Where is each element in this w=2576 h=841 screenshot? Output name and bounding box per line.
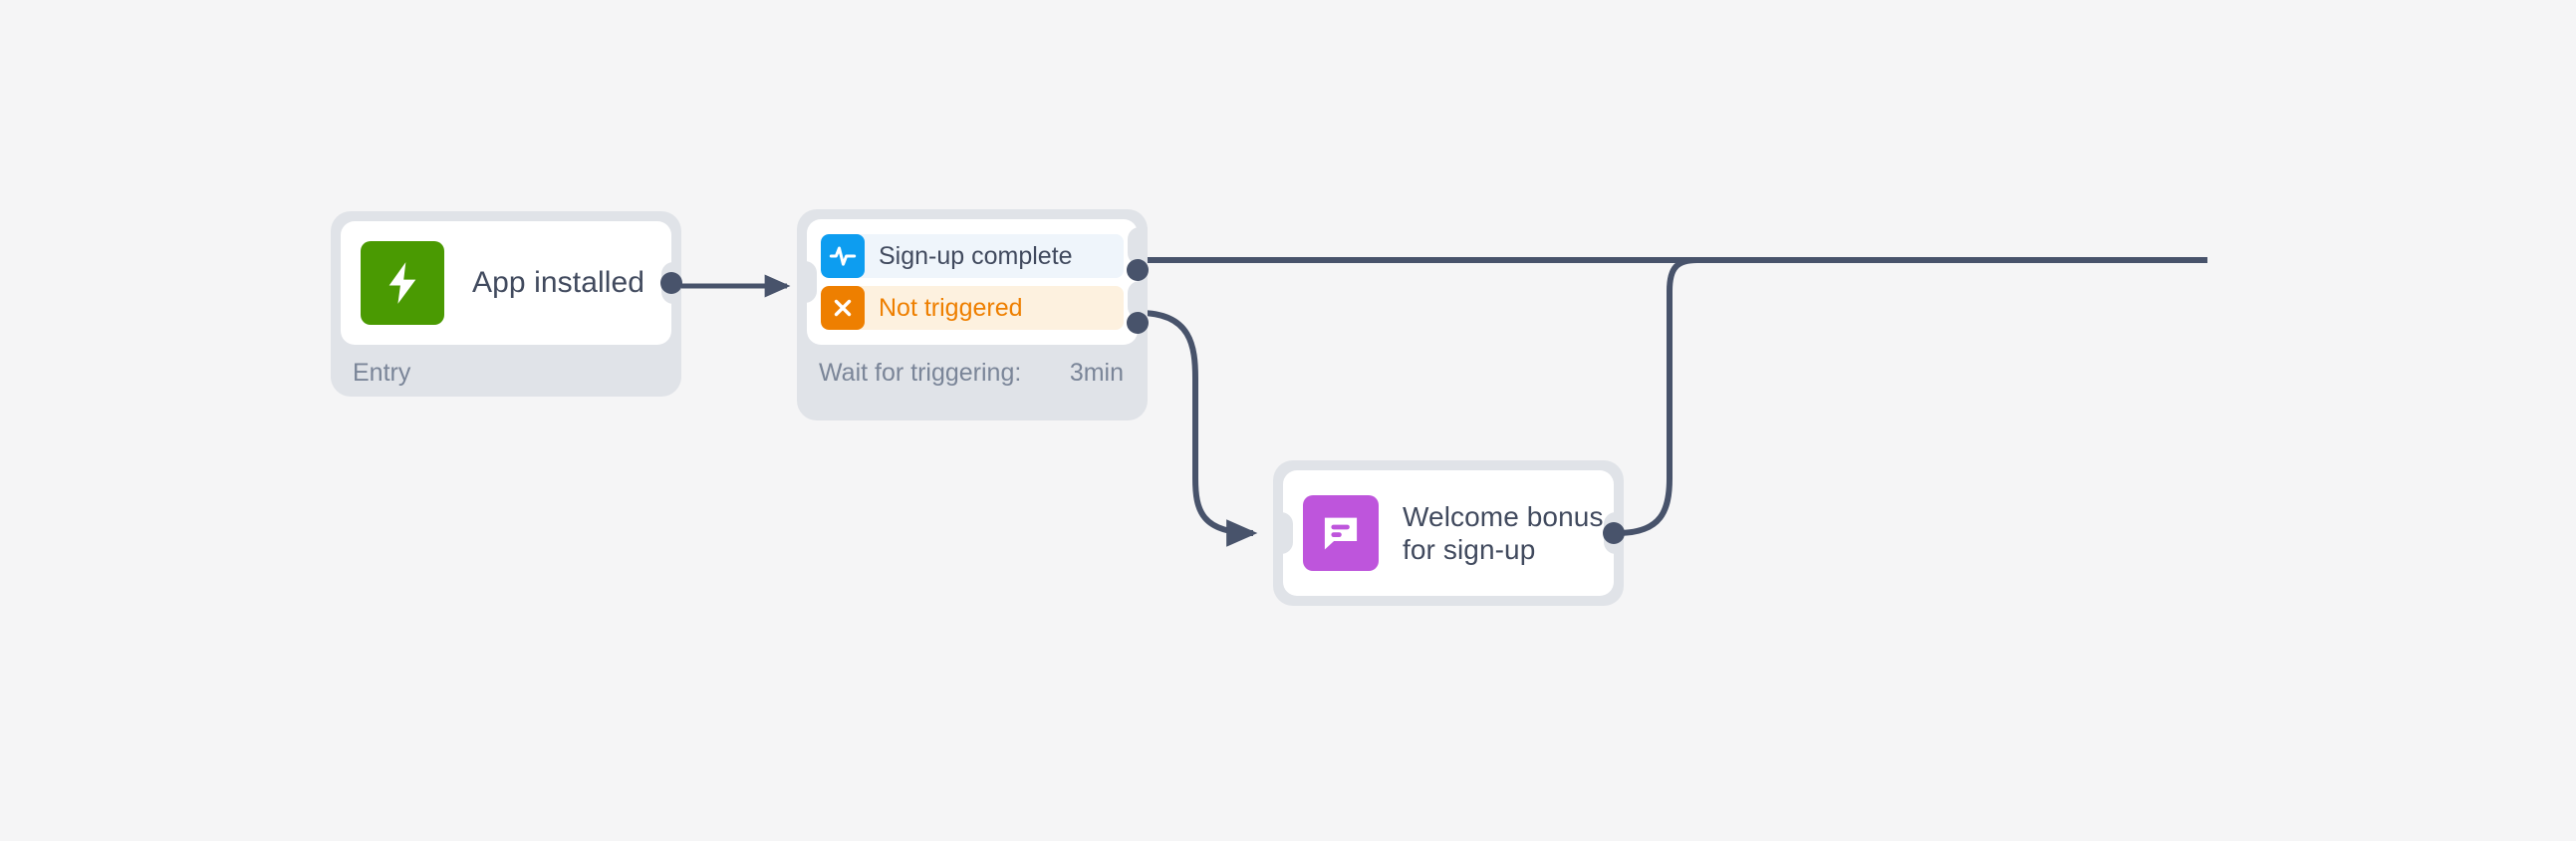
chat-message-icon [1303, 495, 1379, 571]
lightning-bolt-icon [361, 241, 444, 325]
node-title: Welcome bonus for sign-up [1403, 500, 1604, 566]
node-footer: Wait for triggering: 3min [807, 345, 1138, 388]
node-card[interactable]: Sign-up complete Not triggered [797, 219, 1149, 345]
port-notch-top [1128, 227, 1148, 265]
input-port-notch [797, 261, 817, 303]
node-wait-for-triggering[interactable]: Sign-up complete Not triggered Wait for … [797, 209, 1149, 420]
node-title-line-2: for sign-up [1403, 534, 1536, 565]
node-footer-value: 3min [1069, 359, 1124, 387]
node-footer-label: Wait for triggering: [819, 359, 1022, 387]
edge-not-triggered-to-message [1139, 310, 1258, 547]
branch-label: Sign-up complete [879, 241, 1073, 270]
edge-message-out [1617, 257, 1698, 536]
activity-pulse-icon [821, 234, 865, 278]
port-notch-bottom [1128, 281, 1148, 319]
node-card[interactable]: App installed [341, 221, 682, 345]
output-port-sign-up-complete[interactable] [1127, 259, 1149, 281]
branch-label: Not triggered [879, 293, 1023, 322]
output-port-not-triggered[interactable] [1127, 312, 1149, 334]
branch-not-triggered[interactable]: Not triggered [821, 286, 1124, 330]
node-welcome-bonus[interactable]: Welcome bonus for sign-up [1273, 460, 1625, 606]
output-port[interactable] [660, 272, 682, 294]
node-title-line-1: Welcome bonus [1403, 500, 1604, 532]
close-x-icon [821, 286, 865, 330]
node-footer: Entry [341, 345, 671, 388]
node-footer-label: Entry [353, 359, 411, 387]
input-port-notch [1273, 512, 1293, 554]
node-card[interactable]: Welcome bonus for sign-up [1273, 470, 1625, 596]
output-port[interactable] [1603, 522, 1625, 544]
branch-sign-up-complete[interactable]: Sign-up complete [821, 234, 1124, 278]
node-title: App installed [472, 266, 645, 300]
node-app-installed[interactable]: App installed Entry [331, 211, 682, 397]
